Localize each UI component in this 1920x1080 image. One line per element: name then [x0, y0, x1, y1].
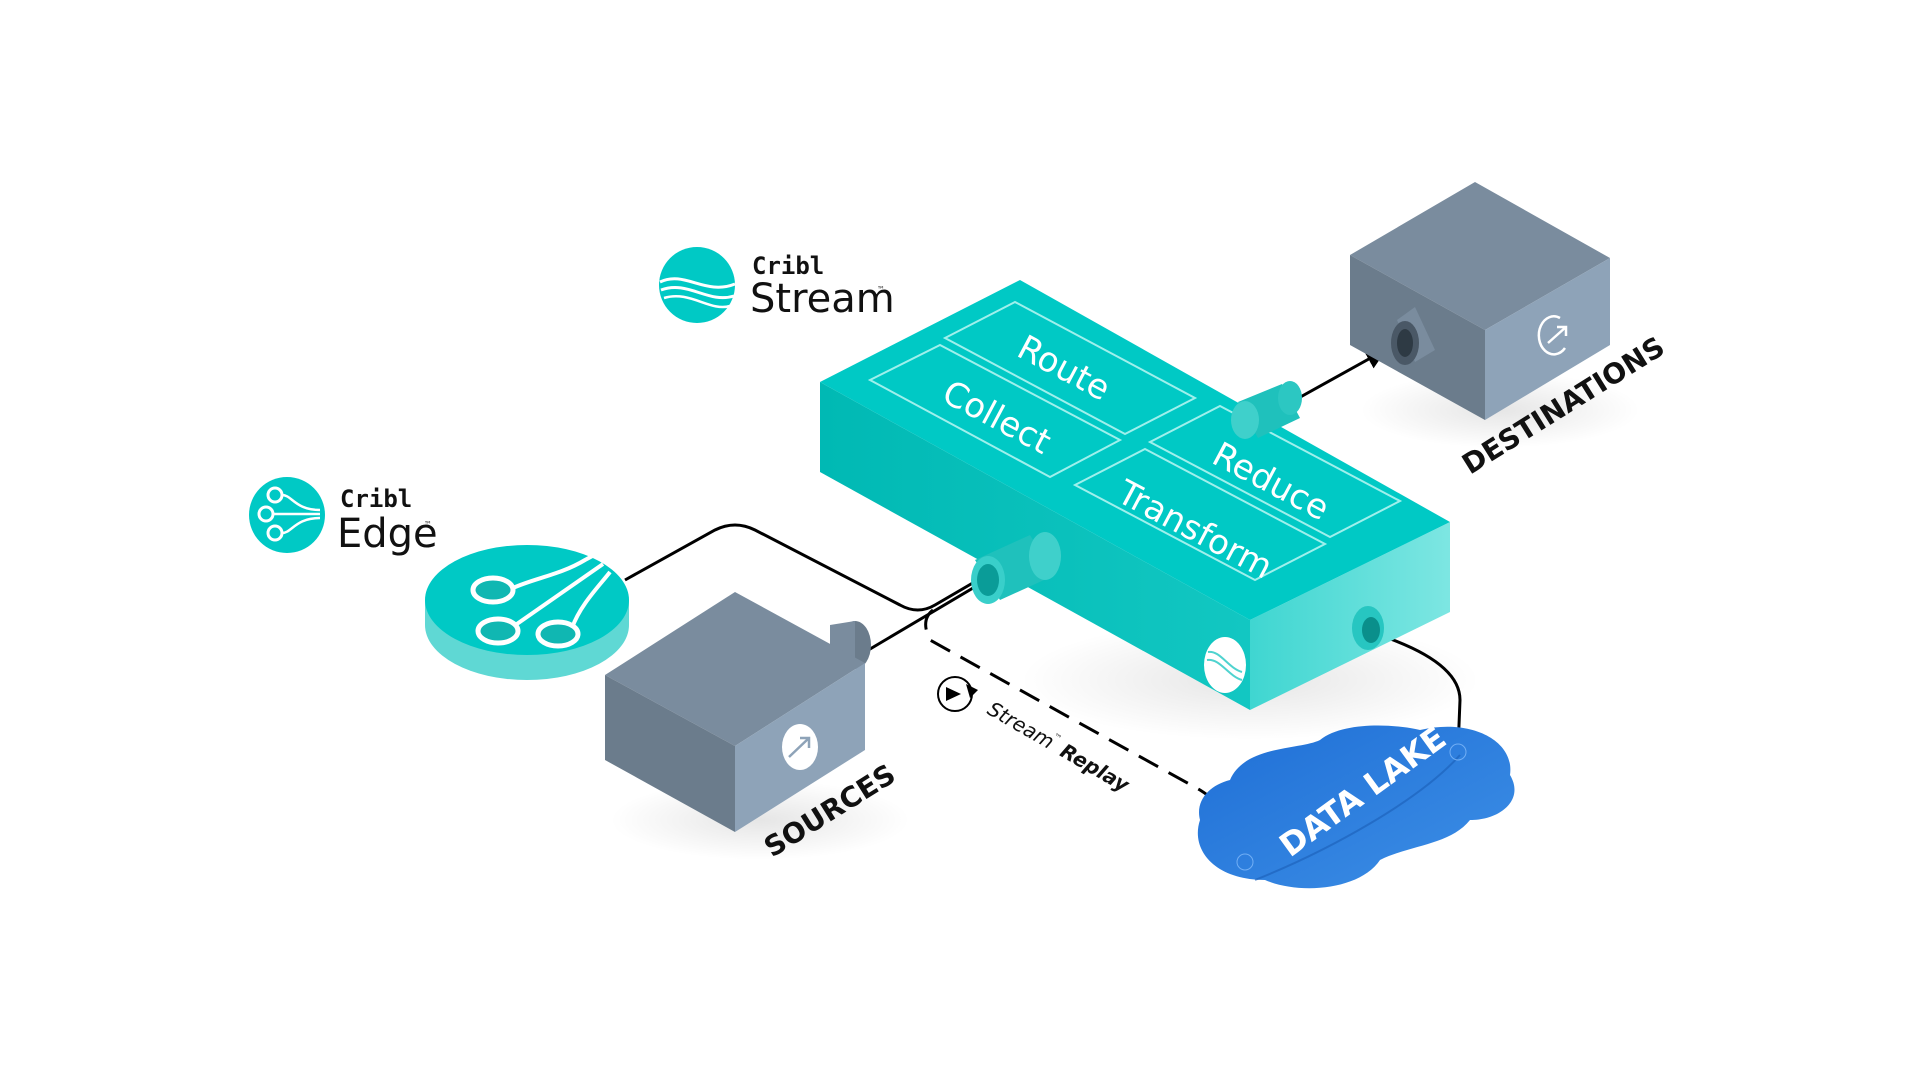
- panel-collect[interactable]: [867, 343, 1123, 479]
- stream-box[interactable]: Route Collect Reduce Transform: [820, 280, 1450, 710]
- stream-waves-icon: [1204, 637, 1246, 693]
- edge-logo: Cribl Edge ™: [249, 477, 438, 557]
- stream-input-port[interactable]: [971, 532, 1061, 604]
- arrow-in-icon: [782, 724, 818, 770]
- panel-transform[interactable]: [1072, 447, 1328, 582]
- edge-trademark: ™: [424, 520, 432, 529]
- destinations-node[interactable]: DESTINATIONS: [1350, 182, 1670, 481]
- edge-circuit-icon: [249, 477, 325, 553]
- edge-to-stream-line: [624, 523, 997, 612]
- arrow-out-icon: [1537, 315, 1568, 356]
- panel-route[interactable]: [942, 300, 1198, 436]
- stream-trademark: ™: [877, 285, 885, 294]
- replay-dashed-line: [924, 608, 1247, 861]
- replay-trademark: ™: [1052, 732, 1063, 744]
- replay-play-icon: [937, 676, 978, 712]
- lake-ripple: [1236, 853, 1254, 871]
- panel-reduce[interactable]: [1147, 404, 1403, 539]
- stream-product-name: Stream: [750, 276, 895, 322]
- data-lake-node[interactable]: DATA LAKE: [1197, 719, 1515, 889]
- edge-circuit-icon: [470, 551, 612, 649]
- destinations-connector: [1391, 307, 1435, 365]
- stream-lake-port[interactable]: [1352, 606, 1384, 650]
- stream-logo: Cribl Stream ™: [659, 247, 895, 323]
- edge-brand: Cribl: [340, 485, 412, 513]
- lake-ripple-line: [1254, 754, 1461, 881]
- lake-ripple: [1449, 743, 1467, 761]
- data-lake-shape: [1197, 725, 1515, 889]
- function-panels: [867, 300, 1403, 582]
- stream-destinations-port[interactable]: [1231, 381, 1302, 439]
- stream-to-destinations-line: [1294, 348, 1387, 402]
- stream-waves-icon: [659, 247, 736, 323]
- edge-product-name: Edge: [337, 511, 438, 557]
- edge-device[interactable]: [425, 545, 629, 680]
- stream-brand: Cribl: [752, 252, 824, 280]
